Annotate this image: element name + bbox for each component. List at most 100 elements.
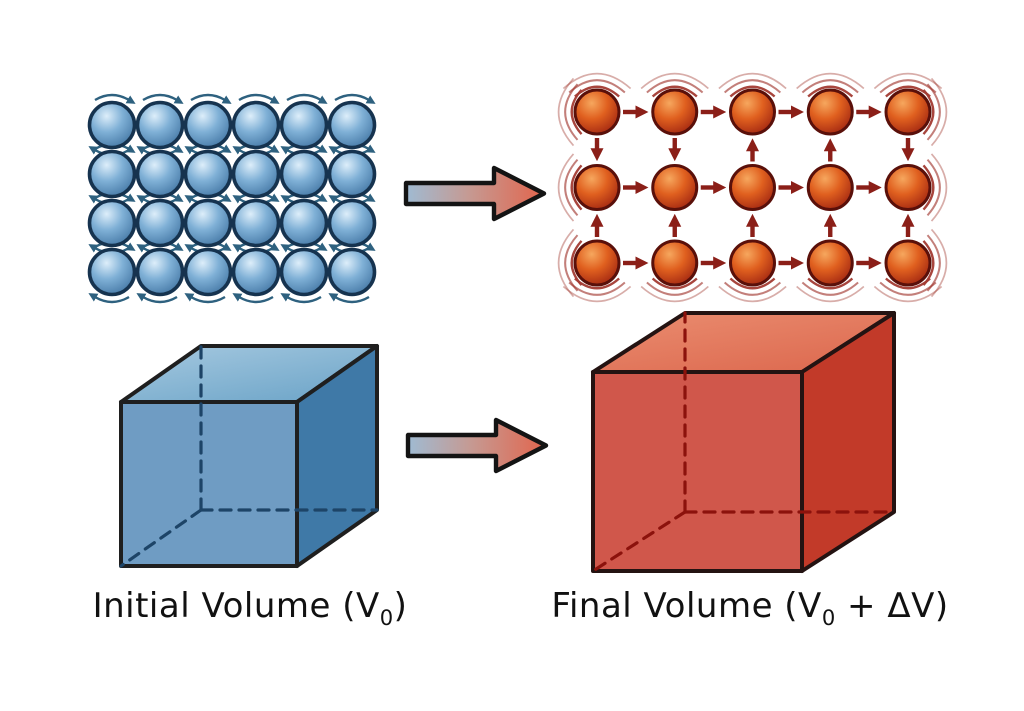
blue-particle [327, 247, 377, 297]
red-particle [806, 164, 854, 211]
blue-particle [183, 100, 233, 150]
blue-particle [231, 149, 281, 199]
initial-particles-illustration [87, 93, 377, 304]
vibration-arc-icon [922, 240, 935, 286]
rotation-arc-icon [232, 293, 274, 304]
red-particle [806, 239, 854, 287]
vibration-arc-icon [926, 83, 941, 141]
vibration-arc-icon [646, 79, 704, 94]
red-particle [729, 88, 776, 136]
red-particle [651, 88, 699, 136]
vibration-arc-icon [564, 158, 579, 217]
hidden-edge-dashed [119, 508, 203, 568]
final-volume-text-end: + ΔV) [835, 586, 949, 626]
red-particle [884, 164, 932, 211]
rotation-arc-icon [280, 293, 322, 304]
vibration-arc-icon [562, 72, 632, 90]
blue-particle [327, 100, 377, 150]
rotation-arc-icon [184, 293, 226, 304]
blue-particle [183, 149, 233, 199]
blue-particle [279, 198, 329, 248]
vibration-arc-icon [926, 158, 941, 217]
vibration-arc-icon [930, 153, 948, 222]
vibration-arcs-layer [557, 72, 948, 303]
red-particle [729, 164, 776, 211]
blue-particle [87, 100, 137, 150]
vibration-arc-icon [873, 285, 943, 303]
vibration-arc-icon [646, 281, 704, 296]
blue-particle [135, 198, 185, 248]
red-particle [884, 88, 932, 136]
vibration-arc-icon [640, 285, 709, 303]
expansion-arrow-icon [405, 417, 549, 474]
vibration-arc-icon [564, 83, 579, 141]
blue-particle [135, 100, 185, 150]
vibration-arc-icon [807, 277, 854, 290]
vibration-arc-icon [922, 164, 935, 211]
initial-volume-label: Initial Volume (V0) [55, 586, 445, 630]
blue-particle [87, 247, 137, 297]
vibration-arc-icon [729, 85, 776, 98]
vibration-arc-icon [651, 85, 698, 98]
vibration-arc-icon [723, 79, 782, 94]
gradient-right-arrow-icon [405, 417, 549, 474]
blue-particle [231, 247, 281, 297]
vibration-arc-icon [570, 164, 583, 211]
vibration-arc-icon [796, 72, 865, 90]
vibration-arc-icon [930, 77, 948, 147]
blue-particle [87, 149, 137, 199]
rotation-arc-icon [286, 93, 328, 104]
blue-particle [135, 247, 185, 297]
rotation-arc-icon [88, 293, 130, 304]
final-volume-label: Final Volume (V0 + ΔV) [535, 586, 965, 630]
red-particle [573, 88, 621, 136]
vibration-arc-icon [801, 281, 859, 296]
initial-volume-text: Initial Volume (V [92, 586, 380, 626]
cube-front-face [591, 370, 804, 573]
red-particle-grid [573, 88, 932, 287]
rotation-arc-icon [334, 93, 376, 104]
final-volume-text: Final Volume (V [551, 586, 822, 626]
blue-particle [231, 198, 281, 248]
vibration-arc-icon [801, 79, 859, 94]
blue-particle [327, 149, 377, 199]
cube-front-face [119, 400, 299, 568]
red-particle [651, 164, 699, 211]
vibration-arc-icon [718, 72, 787, 90]
red-particle [884, 239, 932, 287]
blue-particle [279, 247, 329, 297]
vibration-arc-icon [723, 281, 782, 296]
rotation-arc-icon [136, 293, 178, 304]
vibration-arc-icon [807, 85, 854, 98]
blue-particle [231, 100, 281, 150]
rotation-arc-icon [238, 93, 280, 104]
vibration-arc-icon [930, 228, 948, 298]
vibration-arc-icon [557, 77, 575, 147]
rotation-arc-icon [328, 293, 370, 304]
blue-particle [279, 100, 329, 150]
expansion-arrow-icon [403, 165, 547, 222]
blue-particle [279, 149, 329, 199]
red-particle [573, 239, 621, 287]
vibration-arc-icon [729, 277, 776, 290]
red-particle [806, 88, 854, 136]
vibration-arc-icon [873, 72, 943, 90]
final-particles-illustration [557, 72, 948, 303]
vibration-arc-icon [570, 240, 583, 286]
vibration-arc-icon [557, 153, 575, 222]
red-particle [651, 239, 699, 287]
blue-particle [183, 247, 233, 297]
initial-volume-text-end: ) [393, 586, 408, 626]
initial-volume-cube [119, 344, 379, 568]
vibration-arc-icon [926, 234, 941, 292]
vibration-arc-icon [651, 277, 698, 290]
rotation-arc-icon [142, 93, 184, 104]
blue-particle-grid [87, 93, 377, 304]
blue-particle [87, 198, 137, 248]
blue-particle [327, 198, 377, 248]
hidden-edge-dashed [591, 510, 687, 573]
blue-particle [183, 198, 233, 248]
push-arrows-layer [590, 105, 915, 270]
vibration-arc-icon [640, 72, 709, 90]
